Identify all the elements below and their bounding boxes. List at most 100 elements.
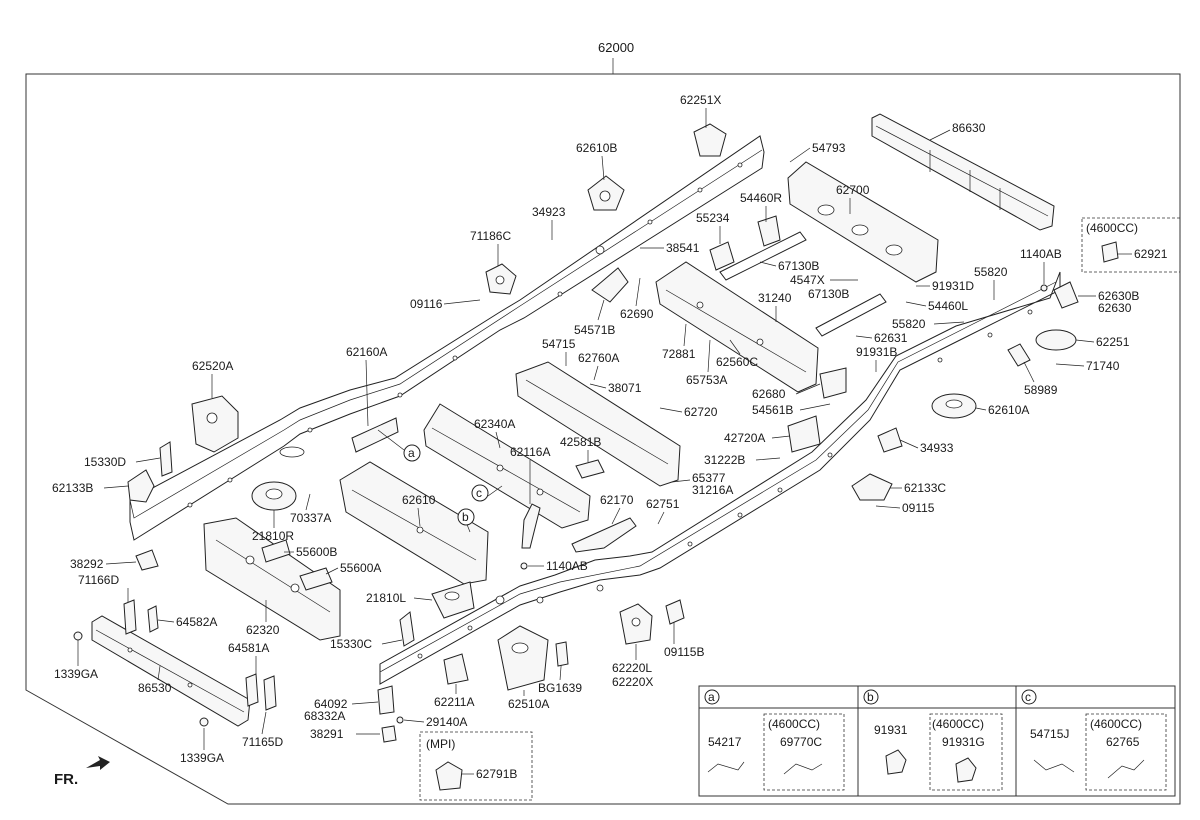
front-direction-indicator: FR. xyxy=(54,756,110,788)
callout-c: c xyxy=(471,484,503,502)
bolt-29140A xyxy=(396,716,404,724)
label-4600cc-group-1: (4600CC) xyxy=(1086,221,1138,235)
right-frame-rail xyxy=(379,271,1061,685)
svg-text:a: a xyxy=(408,446,415,460)
left-frame-rail xyxy=(129,135,765,541)
label-38541: 38541 xyxy=(666,241,700,255)
part-91931 xyxy=(885,749,907,775)
bracket-34933 xyxy=(877,427,903,453)
bracket-54571B xyxy=(591,267,629,303)
bracket-62630 xyxy=(1053,281,1079,309)
label-62720: 62720 xyxy=(684,405,718,419)
mount-71186C xyxy=(485,263,517,295)
tube-67130B-lower xyxy=(815,293,887,337)
front-crossmember xyxy=(203,517,341,641)
part-62765 xyxy=(1107,759,1145,779)
label-1140AB-top: 1140AB xyxy=(1020,247,1062,261)
legend-table: a 54217 (4600CC) 69770C b 91931 (4600CC)… xyxy=(698,685,1176,797)
label-62510A: 62510A xyxy=(508,697,549,711)
label-42581B: 42581B xyxy=(560,435,601,449)
crossmember-62610 xyxy=(339,461,489,585)
crossmember-middle xyxy=(515,361,681,487)
bracket-71166D xyxy=(123,599,137,635)
mount-62251X xyxy=(693,123,727,157)
legend-option-box-b xyxy=(929,713,1003,791)
label-15330C: 15330C xyxy=(330,637,372,651)
mount-62610A xyxy=(931,393,977,419)
label-29140A: 29140A xyxy=(426,715,467,729)
label-54460L: 54460L xyxy=(928,299,968,313)
label-62251X: 62251X xyxy=(680,93,721,107)
label-86530: 86530 xyxy=(138,681,172,695)
label-31240: 31240 xyxy=(758,291,792,305)
label-67130B-1: 67130B xyxy=(778,259,819,273)
legend-part-62765: 62765 xyxy=(1106,735,1140,749)
bracket-62680 xyxy=(819,367,847,399)
crossmember-62700 xyxy=(787,161,939,283)
label-70337A: 70337A xyxy=(290,511,331,525)
mount-62211A xyxy=(443,653,469,685)
option-box-mpi xyxy=(419,731,533,801)
legend-option-box-c xyxy=(1085,713,1167,791)
label-38291: 38291 xyxy=(310,727,344,741)
part-09115B xyxy=(665,599,685,625)
label-55600B: 55600B xyxy=(296,545,337,559)
bracket-54460R xyxy=(757,215,781,247)
label-62680: 62680 xyxy=(752,387,786,401)
label-62700: 62700 xyxy=(836,183,870,197)
label-62791B: 62791B xyxy=(476,767,517,781)
legend-option-box-a xyxy=(763,713,845,791)
legend-letter-b: b xyxy=(867,690,874,704)
legend-opt-tag-c: (4600CC) xyxy=(1090,717,1142,731)
label-71186C: 71186C xyxy=(470,229,511,243)
legend-part-91931G: 91931G xyxy=(942,735,985,749)
label-62921: 62921 xyxy=(1134,247,1168,261)
label-62211A: 62211A xyxy=(434,695,474,709)
part-BG1639 xyxy=(555,641,569,667)
bracket-38292 xyxy=(135,549,159,571)
mount-21810R xyxy=(251,481,297,511)
label-65753A: 65753A xyxy=(686,373,727,387)
label-31222B: 31222B xyxy=(704,453,745,467)
part-54715J xyxy=(1033,759,1075,773)
bolt-1339GA-1 xyxy=(73,631,83,641)
option-box-4600cc-62921 xyxy=(1081,217,1181,273)
label-1140AB-low: 1140AB xyxy=(546,559,588,573)
mount-62220L xyxy=(619,603,653,645)
label-1339GA-1: 1339GA xyxy=(54,667,98,681)
label-38071: 38071 xyxy=(608,381,642,395)
bracket-55600A xyxy=(299,567,333,591)
label-68332A: 68332A xyxy=(304,709,345,723)
label-BG1639: BG1639 xyxy=(538,681,582,695)
rear-bumper-beam xyxy=(871,113,1055,231)
bracket-15330D xyxy=(159,441,173,477)
crossmember-62340A xyxy=(423,403,591,529)
part-54217 xyxy=(707,761,745,773)
part-62791B xyxy=(435,761,463,791)
label-71166D: 71166D xyxy=(78,573,119,587)
label-67130B-2: 67130B xyxy=(808,287,849,301)
label-55600A: 55600A xyxy=(340,561,381,575)
part-38291 xyxy=(381,725,397,743)
label-62690: 62690 xyxy=(620,307,654,321)
label-62133C: 62133C xyxy=(904,481,946,495)
mount-62251 xyxy=(1035,329,1077,351)
label-34933: 34933 xyxy=(920,441,954,455)
label-4547X: 4547X xyxy=(790,273,825,287)
label-09116: 09116 xyxy=(410,297,443,311)
legend-opt-tag-a: (4600CC) xyxy=(768,717,820,731)
label-62220L: 62220L xyxy=(612,661,652,675)
label-64092: 64092 xyxy=(314,697,348,711)
tube-67130B-upper xyxy=(719,231,807,281)
svg-text:c: c xyxy=(476,486,482,500)
label-21810L: 21810L xyxy=(366,591,406,605)
legend-part-54715J: 54715J xyxy=(1030,727,1069,741)
legend-section-b: b 91931 (4600CC) 91931G xyxy=(863,689,1003,791)
crossmember-rear xyxy=(655,261,819,393)
mount-21810L xyxy=(431,581,475,619)
label-55820-2: 55820 xyxy=(892,317,926,331)
label-71165D: 71165D xyxy=(242,735,283,749)
label-62251: 62251 xyxy=(1096,335,1130,349)
label-62133B: 62133B xyxy=(52,481,93,495)
